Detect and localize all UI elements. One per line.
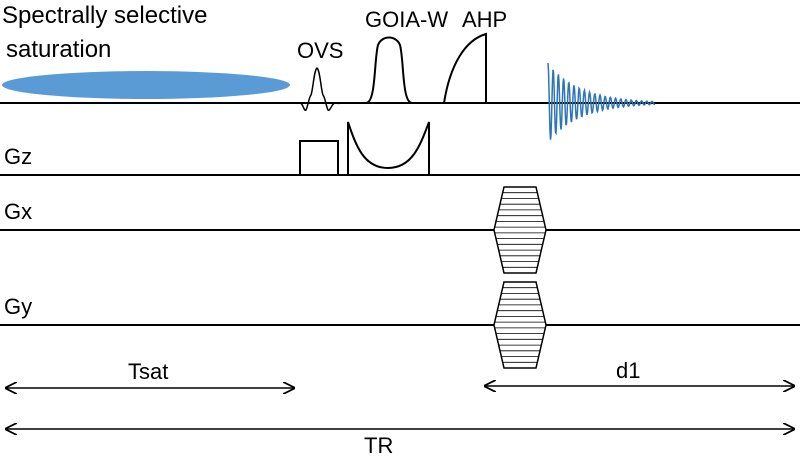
saturation-label-line1: Spectrally selective [2,2,207,29]
gx-phase-encode-table [493,186,547,274]
tsat-label: Tsat [128,359,168,384]
gz-goia-gradient [347,121,430,175]
gz-label: Gz [4,144,32,169]
goia-w-label: GOIA-W [365,7,448,32]
gy-label: Gy [4,294,32,319]
fid-signal [547,62,656,140]
ovs-label: OVS [297,38,343,63]
gx-label: Gx [4,199,32,224]
ovs-pulse [299,67,342,112]
ahp-pulse [443,32,487,104]
saturation-label-line2: saturation [6,36,111,63]
table-outline [493,281,547,369]
goia-w-pulse [365,36,413,104]
saturation-pulse [2,71,290,99]
gy-phase-encode-table [493,281,547,369]
table-outline [493,186,547,274]
tr-label: TR [364,433,393,458]
gz-ovs-gradient [299,140,339,175]
ahp-label: AHP [462,7,507,32]
d1-label: d1 [616,358,640,383]
